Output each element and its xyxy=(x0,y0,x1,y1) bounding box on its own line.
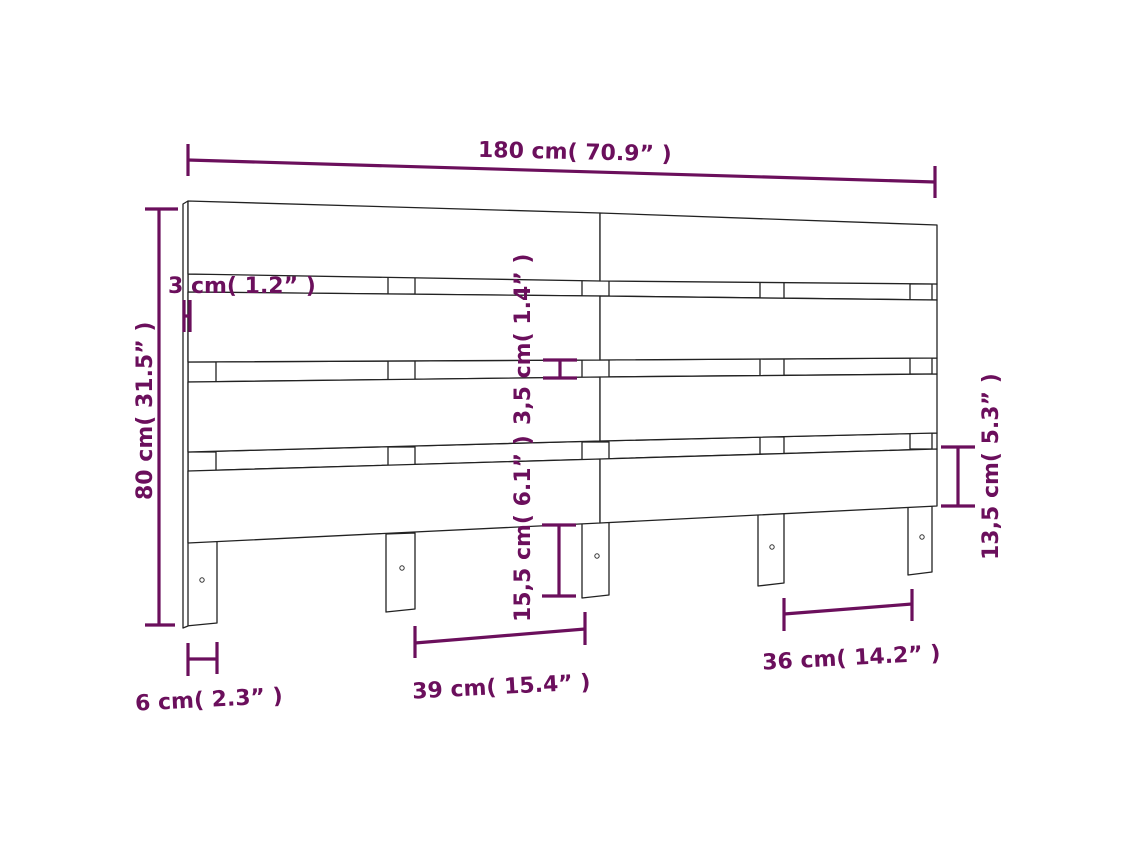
leg-2 xyxy=(385,532,416,613)
slat-row2-right xyxy=(599,295,938,361)
dim-slat-height xyxy=(941,445,975,508)
leg-4 xyxy=(757,512,785,587)
dim-leg-spacing-right xyxy=(782,589,914,631)
slat-row1-right xyxy=(599,212,938,285)
label-slat-height: 13,5 cm( 5.3” ) xyxy=(979,373,1004,560)
slat-row4-left xyxy=(187,458,601,544)
label-leg-width: 6 cm( 2.3” ) xyxy=(134,684,283,717)
label-slat-gap: 3,5 cm( 1.4” ) xyxy=(511,254,536,425)
dim-post-depth xyxy=(182,300,192,332)
label-leg-spacing-right: 36 cm( 14.2” ) xyxy=(762,641,941,675)
dim-overall-width xyxy=(186,144,937,198)
dim-leg-width xyxy=(186,642,219,676)
label-post-depth: 3 cm( 1.2” ) xyxy=(168,274,316,299)
dim-slat-gap xyxy=(543,358,577,380)
slats xyxy=(187,200,938,544)
slat-row3-left xyxy=(187,376,601,453)
slat-row3-right xyxy=(599,373,938,442)
legs xyxy=(185,505,933,627)
label-leg-spacing-left: 39 cm( 15.4” ) xyxy=(412,670,591,704)
left-post xyxy=(182,200,189,629)
leg-1 xyxy=(185,539,218,627)
label-leg-height: 15,5 cm( 6.1” ) xyxy=(511,435,536,622)
slat-row2-left xyxy=(187,291,601,363)
label-overall-height: 80 cm( 31.5” ) xyxy=(133,322,158,500)
dim-leg-spacing-left xyxy=(413,612,587,658)
slat-row4-right xyxy=(599,448,938,524)
leg-5 xyxy=(907,505,933,576)
leg-3 xyxy=(581,521,610,599)
dim-leg-height xyxy=(542,523,576,598)
dimension-labels: 180 cm( 70.9” ) 80 cm( 31.5” ) 3 cm( 1.2… xyxy=(133,138,1004,717)
label-overall-width: 180 cm( 70.9” ) xyxy=(478,138,672,167)
dim-overall-height xyxy=(145,207,178,627)
headboard-drawing xyxy=(182,200,938,629)
dimension-lines xyxy=(145,144,975,676)
slat-row1-left xyxy=(187,200,601,282)
